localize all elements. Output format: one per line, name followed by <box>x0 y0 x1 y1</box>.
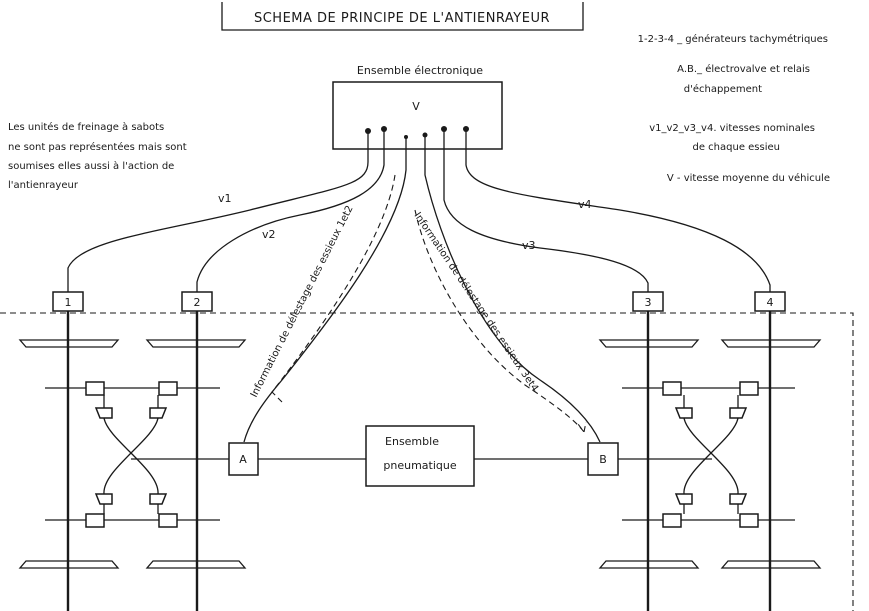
label-v1: v1 <box>218 192 232 205</box>
relay-1-top <box>94 407 113 419</box>
electronic-unit-symbol: V <box>412 100 420 113</box>
wheel-2-top <box>145 339 247 348</box>
pipe-cross-c <box>683 417 739 495</box>
legend-valves-2: d'échappement <box>684 83 762 95</box>
info-right-text: Information de délestage des essieux 3et… <box>412 210 541 394</box>
label-v4: v4 <box>578 198 592 211</box>
brake-cylinder-3-bottom <box>662 513 682 528</box>
relay-1-bottom <box>94 493 113 505</box>
wheel-1-bottom <box>18 560 120 569</box>
wheel-4-top <box>720 339 822 348</box>
relay-2-top <box>149 407 168 419</box>
electronic-unit: Ensemble électronique V <box>332 64 503 150</box>
cable-v4 <box>465 129 771 292</box>
pneumatic-unit-box <box>365 425 475 487</box>
cable-v2 <box>196 129 385 292</box>
legend-generators: 1-2-3-4 _ générateurs tachymétriques <box>638 33 828 45</box>
legend-speeds: v1_v2_v3_v4. vitesses nominales <box>649 123 815 134</box>
generator-2-label: 2 <box>194 296 201 309</box>
pipe-cross-b <box>103 417 159 495</box>
speed-cables <box>67 129 771 292</box>
relay-2-bottom <box>149 493 168 505</box>
brake-cylinder-4-top <box>739 381 759 396</box>
valve-b-label: B <box>599 453 607 466</box>
relay-3-bottom <box>674 493 693 505</box>
info-wires <box>243 135 601 443</box>
brake-cylinder-4-bottom <box>739 513 759 528</box>
generator-1-label: 1 <box>65 296 72 309</box>
generator-4-label: 4 <box>767 296 774 309</box>
bogie-left <box>18 311 247 611</box>
legend-valves: A.B._ électrovalve et relais <box>677 63 810 75</box>
valve-a-label: A <box>239 453 247 466</box>
note-line-3: soumises elles aussi à l'action de <box>8 160 174 172</box>
vehicle-outline <box>0 312 854 611</box>
brake-cylinder-2-bottom <box>158 513 178 528</box>
label-v2: v2 <box>262 228 276 241</box>
legend: 1-2-3-4 _ générateurs tachymétriques A.B… <box>638 33 830 184</box>
page-title: SCHEMA DE PRINCIPE DE L'ANTIENRAYEUR <box>254 11 550 26</box>
brake-cylinder-2-top <box>158 381 178 396</box>
bogie-right <box>598 311 822 611</box>
pneumatic-system: A B Ensemble pneumatique <box>131 425 712 487</box>
generators: 1 2 3 4 <box>52 291 786 312</box>
pneumatic-unit-line2: pneumatique <box>383 459 456 472</box>
relay-3-top <box>674 407 693 419</box>
legend-mean-speed: V - vitesse moyenne du véhicule <box>667 172 830 184</box>
note-line-1: Les unités de freinage à sabots <box>8 121 164 133</box>
wire-info-left <box>243 137 407 443</box>
pneumatic-unit-line1: Ensemble <box>385 435 439 448</box>
legend-speeds-2: de chaque essieu <box>693 142 781 153</box>
note-line-2: ne sont pas représentées mais sont <box>8 141 187 153</box>
wire-info-right <box>424 135 601 443</box>
note-left: Les unités de freinage à sabots ne sont … <box>8 121 187 191</box>
pipe-cross-d <box>683 417 739 495</box>
wheel-3-bottom <box>598 560 700 569</box>
brake-cylinder-1-bottom <box>85 513 105 528</box>
relay-4-bottom <box>729 493 748 505</box>
generator-3-label: 3 <box>645 296 652 309</box>
arrow-info-right <box>414 209 587 433</box>
valve-a-box <box>228 442 259 476</box>
electronic-unit-caption: Ensemble électronique <box>357 64 483 77</box>
wheel-2-bottom <box>145 560 247 569</box>
wheel-4-bottom <box>720 560 822 569</box>
cable-v1 <box>67 131 369 292</box>
arrow-info-left <box>271 174 396 403</box>
valve-b-box <box>587 442 619 476</box>
relay-4-top <box>729 407 748 419</box>
title-frame: SCHEMA DE PRINCIPE DE L'ANTIENRAYEUR <box>221 2 584 31</box>
brake-cylinder-1-top <box>85 381 105 396</box>
label-v3: v3 <box>522 239 536 252</box>
cable-v3 <box>443 129 649 292</box>
wheel-3-top <box>598 339 700 348</box>
wheel-1-top <box>18 339 120 348</box>
brake-cylinder-3-top <box>662 381 682 396</box>
note-line-4: l'antienrayeur <box>8 180 79 191</box>
pipe-cross-a <box>103 417 159 495</box>
electronic-unit-box <box>332 81 503 150</box>
